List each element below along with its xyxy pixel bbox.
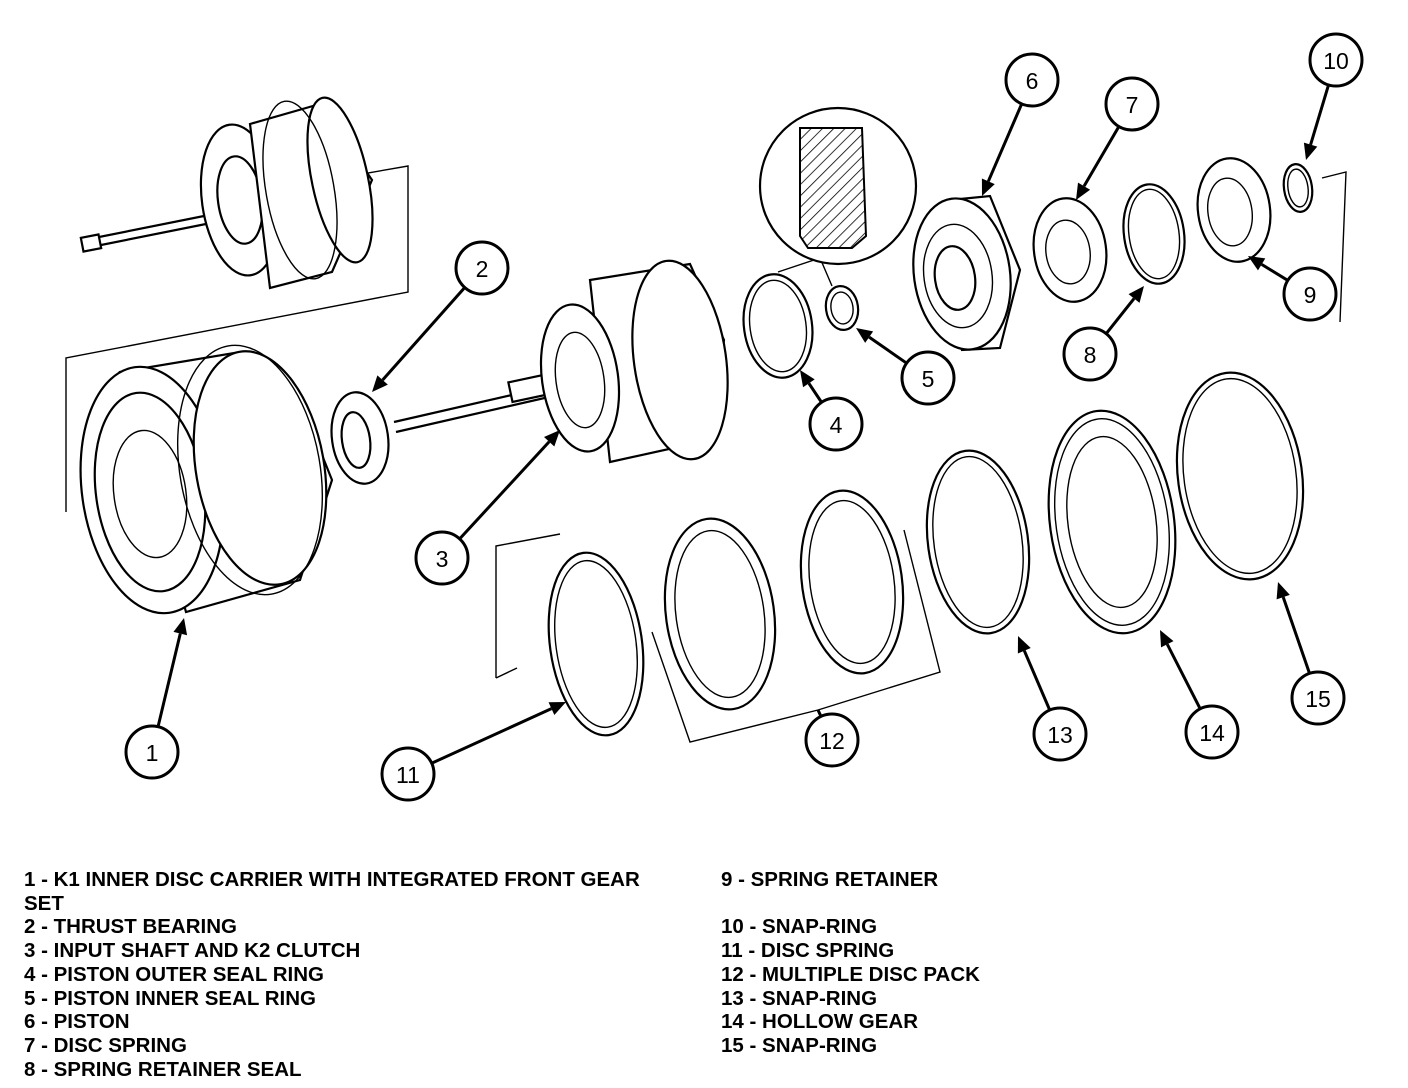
callout-label-5: 5	[922, 366, 935, 392]
callout-label-11: 11	[396, 762, 420, 788]
leader-line-3	[458, 440, 551, 540]
callout-label-9: 9	[1304, 282, 1317, 308]
arrowhead-2	[372, 375, 388, 392]
callout-circle-13	[1032, 706, 1088, 762]
legend-item-10: 10 - SNAP-RING	[721, 915, 878, 939]
arrowhead-7	[1076, 182, 1091, 200]
parts-legend: 1 - K1 INNER DISC CARRIER WITH INTEGRATE…	[24, 868, 1404, 1081]
callout-label-15: 15	[1305, 686, 1331, 712]
arrowhead-3	[544, 430, 560, 447]
leader-line-14	[1165, 643, 1202, 710]
part-14-hollow-gear	[1047, 409, 1177, 635]
part-7-disc-spring	[1032, 197, 1108, 303]
callout-label-3: 3	[436, 546, 449, 572]
callout-circle-15	[1290, 670, 1346, 726]
leader-arrows	[156, 84, 1330, 765]
arrowhead-1	[173, 618, 188, 636]
callout-label-12: 12	[819, 728, 845, 754]
legend-item-13: 13 - SNAP-RING	[721, 986, 878, 1010]
part-13-snap-ring	[925, 449, 1031, 635]
callout-circle-11	[380, 746, 436, 802]
leader-line-11	[431, 707, 553, 765]
upper-carrier-assembly	[79, 96, 374, 290]
part-2-thrust-bearing	[330, 391, 390, 485]
arrowhead-10	[1303, 142, 1318, 160]
legend-item-15: 15 - SNAP-RING	[721, 1033, 878, 1057]
legend-item-12: 12 - MULTIPLE DISC PACK	[721, 962, 980, 986]
part-12-multiple-disc-pack	[651, 489, 941, 743]
callout-label-14: 14	[1199, 720, 1225, 746]
arrowhead-11	[548, 702, 566, 716]
callout-label-7: 7	[1126, 92, 1139, 118]
leader-line-2	[381, 286, 466, 382]
arrowhead-14	[1160, 630, 1174, 648]
legend-item-8: 8 - SPRING RETAINER SEAL	[24, 1057, 302, 1081]
arrowhead-5	[856, 328, 874, 343]
leader-line-1	[156, 633, 182, 728]
legend-item-6: 6 - PISTON	[24, 1010, 130, 1034]
callout-circle-8	[1062, 326, 1118, 382]
legend-item-5: 5 - PISTON INNER SEAL RING	[24, 986, 316, 1010]
callout-label-10: 10	[1323, 48, 1349, 74]
leader-line-6	[986, 103, 1024, 182]
arrowhead-6	[981, 178, 995, 196]
callout-circle-1	[124, 724, 180, 780]
arrowhead-9	[1248, 256, 1266, 271]
legend-item-2: 2 - THRUST BEARING	[24, 915, 237, 939]
legend-right-column: 9 - SPRING RETAINER 10 - SNAP-RING 11 - …	[721, 868, 1321, 1058]
callout-circle-5	[900, 350, 956, 406]
callout-circle-12	[804, 712, 860, 768]
callout-circle-14	[1184, 704, 1240, 760]
arrowhead-15	[1276, 582, 1290, 600]
legend-left-column: 1 - K1 INNER DISC CARRIER WITH INTEGRATE…	[24, 868, 684, 1081]
leader-line-15	[1281, 596, 1311, 674]
callout-label-6: 6	[1026, 68, 1039, 94]
callout-label-2: 2	[476, 256, 489, 282]
callout-circle-7	[1104, 76, 1160, 132]
part-10-snap-ring	[1282, 163, 1314, 213]
part-5-piston-inner-seal-ring	[824, 285, 860, 331]
legend-item-9: 9 - SPRING RETAINER	[721, 868, 939, 891]
part-15-snap-ring	[1175, 371, 1305, 581]
seal-detail-magnifier	[758, 106, 918, 266]
leader-line-10	[1309, 84, 1330, 146]
callout-circle-9	[1282, 266, 1338, 322]
callout-label-4: 4	[830, 412, 843, 438]
legend-item-4: 4 - PISTON OUTER SEAL RING	[24, 962, 324, 986]
part-3-input-shaft-k2-clutch	[393, 259, 729, 464]
legend-spacer	[721, 892, 1321, 916]
legend-item-14: 14 - HOLLOW GEAR	[721, 1010, 919, 1034]
arrowhead-8	[1128, 286, 1144, 303]
part-6-piston	[912, 194, 1022, 352]
leader-line-7	[1082, 125, 1121, 187]
callout-label-13: 13	[1047, 722, 1073, 748]
part-4-piston-outer-seal-ring	[742, 273, 814, 379]
part-8-spring-retainer-seal	[1122, 183, 1186, 285]
leader-line-8	[1104, 297, 1136, 335]
callout-circle-10	[1308, 32, 1364, 88]
leader-line-5	[868, 335, 908, 365]
arrowhead-13	[1017, 636, 1031, 654]
callout-label-1: 1	[146, 740, 159, 766]
legend-item-1: 1 - K1 INNER DISC CARRIER WITH INTEGRATE…	[24, 868, 640, 915]
part-9-spring-retainer	[1196, 157, 1272, 263]
callout-circle-2	[454, 240, 510, 296]
leader-line-9	[1260, 263, 1289, 282]
callout-circle-6	[1004, 52, 1060, 108]
part-1-inner-disc-carrier	[79, 344, 334, 615]
leader-line-13	[1022, 650, 1052, 711]
legend-item-7: 7 - DISC SPRING	[24, 1033, 187, 1057]
part-11-disc-spring	[547, 551, 645, 737]
callout-circle-3	[414, 530, 470, 586]
leader-line-4	[807, 382, 823, 404]
callout-circle-4	[808, 396, 864, 452]
callout-label-8: 8	[1084, 342, 1097, 368]
legend-item-3: 3 - INPUT SHAFT AND K2 CLUTCH	[24, 939, 361, 963]
arrowhead-4	[800, 370, 815, 388]
legend-item-11: 11 - DISC SPRING	[721, 939, 895, 963]
